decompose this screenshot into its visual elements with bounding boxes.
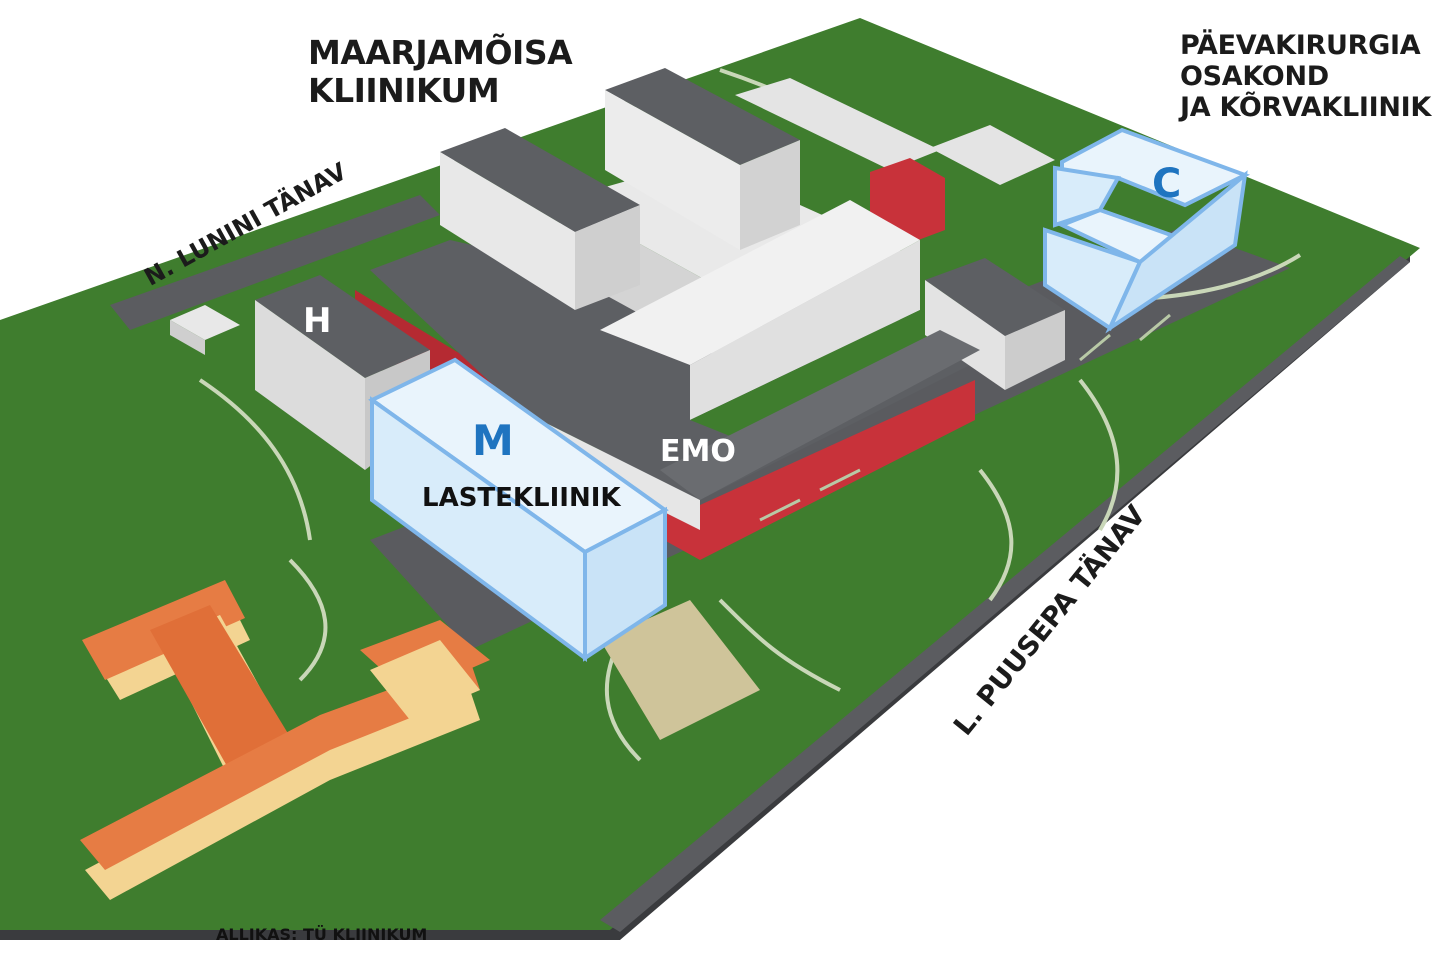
small-building bbox=[170, 305, 240, 340]
day-surgery-label: PÄEVAKIRURGIA OSAKOND JA KÕRVAKLIINIK bbox=[1180, 30, 1431, 123]
childrens-clinic-label: LASTEKLIINIK bbox=[422, 483, 621, 513]
plaza bbox=[600, 600, 760, 740]
inner-courtyard bbox=[690, 310, 960, 440]
building-c-label: C bbox=[1152, 161, 1182, 207]
day-surgery-line2: OSAKOND bbox=[1180, 61, 1329, 93]
main-title: MAARJAMÕISA KLIINIKUM bbox=[308, 33, 573, 110]
building-m-side bbox=[583, 506, 667, 662]
tower-center-top bbox=[605, 68, 800, 165]
main-title-line2: KLIINIKUM bbox=[308, 70, 500, 110]
emo-wing-roof bbox=[660, 330, 980, 500]
day-surgery-line1: PÄEVAKIRURGIA bbox=[1180, 30, 1421, 61]
building-m-label: M bbox=[472, 416, 514, 465]
back-building bbox=[735, 78, 940, 170]
courtyard-wing bbox=[600, 200, 920, 365]
east-block-side bbox=[1005, 310, 1065, 390]
tower-center-front bbox=[605, 90, 740, 250]
east-block-front bbox=[925, 280, 1005, 390]
tower-center-side bbox=[740, 140, 800, 250]
day-surgery-line3: JA KÕRVAKLIINIK bbox=[1180, 92, 1432, 124]
parking-lines bbox=[759, 313, 1171, 522]
building-c-side bbox=[1105, 170, 1248, 334]
back-building-2 bbox=[930, 125, 1055, 185]
building-h-front bbox=[255, 300, 365, 470]
tower-left-side bbox=[575, 205, 640, 310]
lunini-street bbox=[110, 195, 440, 330]
main-title-line1: MAARJAMÕISA bbox=[308, 33, 573, 72]
front-wing-roof bbox=[370, 240, 980, 500]
emo-label: EMO bbox=[660, 434, 736, 469]
historic-building bbox=[80, 580, 490, 900]
small-building-front bbox=[170, 320, 205, 355]
courtyard-wing-front bbox=[690, 240, 920, 420]
tower-left-top bbox=[440, 128, 640, 232]
road-edge bbox=[600, 256, 1410, 932]
building-h-top bbox=[255, 275, 430, 378]
source-credit: ALLIKAS: TÜ KLIINIKUM bbox=[216, 925, 428, 944]
tower-left-front bbox=[440, 152, 575, 310]
building-h-label: H bbox=[303, 301, 332, 341]
east-block-top bbox=[925, 258, 1065, 336]
building-c-front-upper bbox=[1053, 165, 1122, 228]
